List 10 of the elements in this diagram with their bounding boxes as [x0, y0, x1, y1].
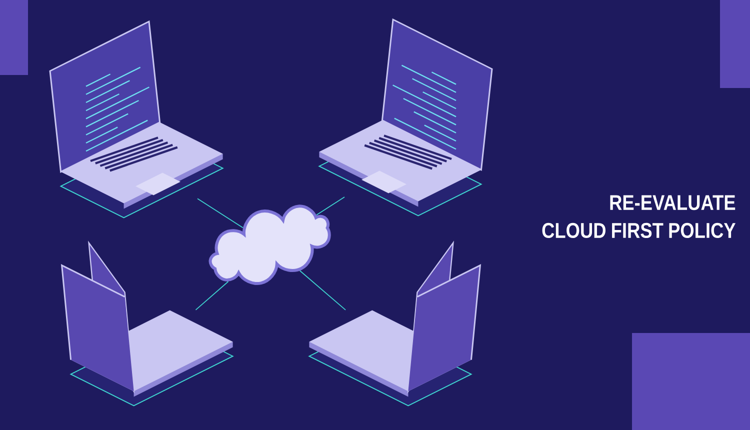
- connector-line: [299, 270, 346, 310]
- heading: RE-EVALUATE CLOUD FIRST POLICY: [542, 195, 736, 238]
- connector-line: [195, 281, 229, 310]
- connector-line: [316, 196, 345, 216]
- laptop-drawing: [308, 240, 482, 406]
- connector-line: [197, 198, 244, 228]
- laptop-drawing: [318, 18, 493, 216]
- laptop-drawing: [49, 20, 224, 218]
- laptop-drawing: [60, 240, 234, 406]
- cloud: [208, 204, 331, 286]
